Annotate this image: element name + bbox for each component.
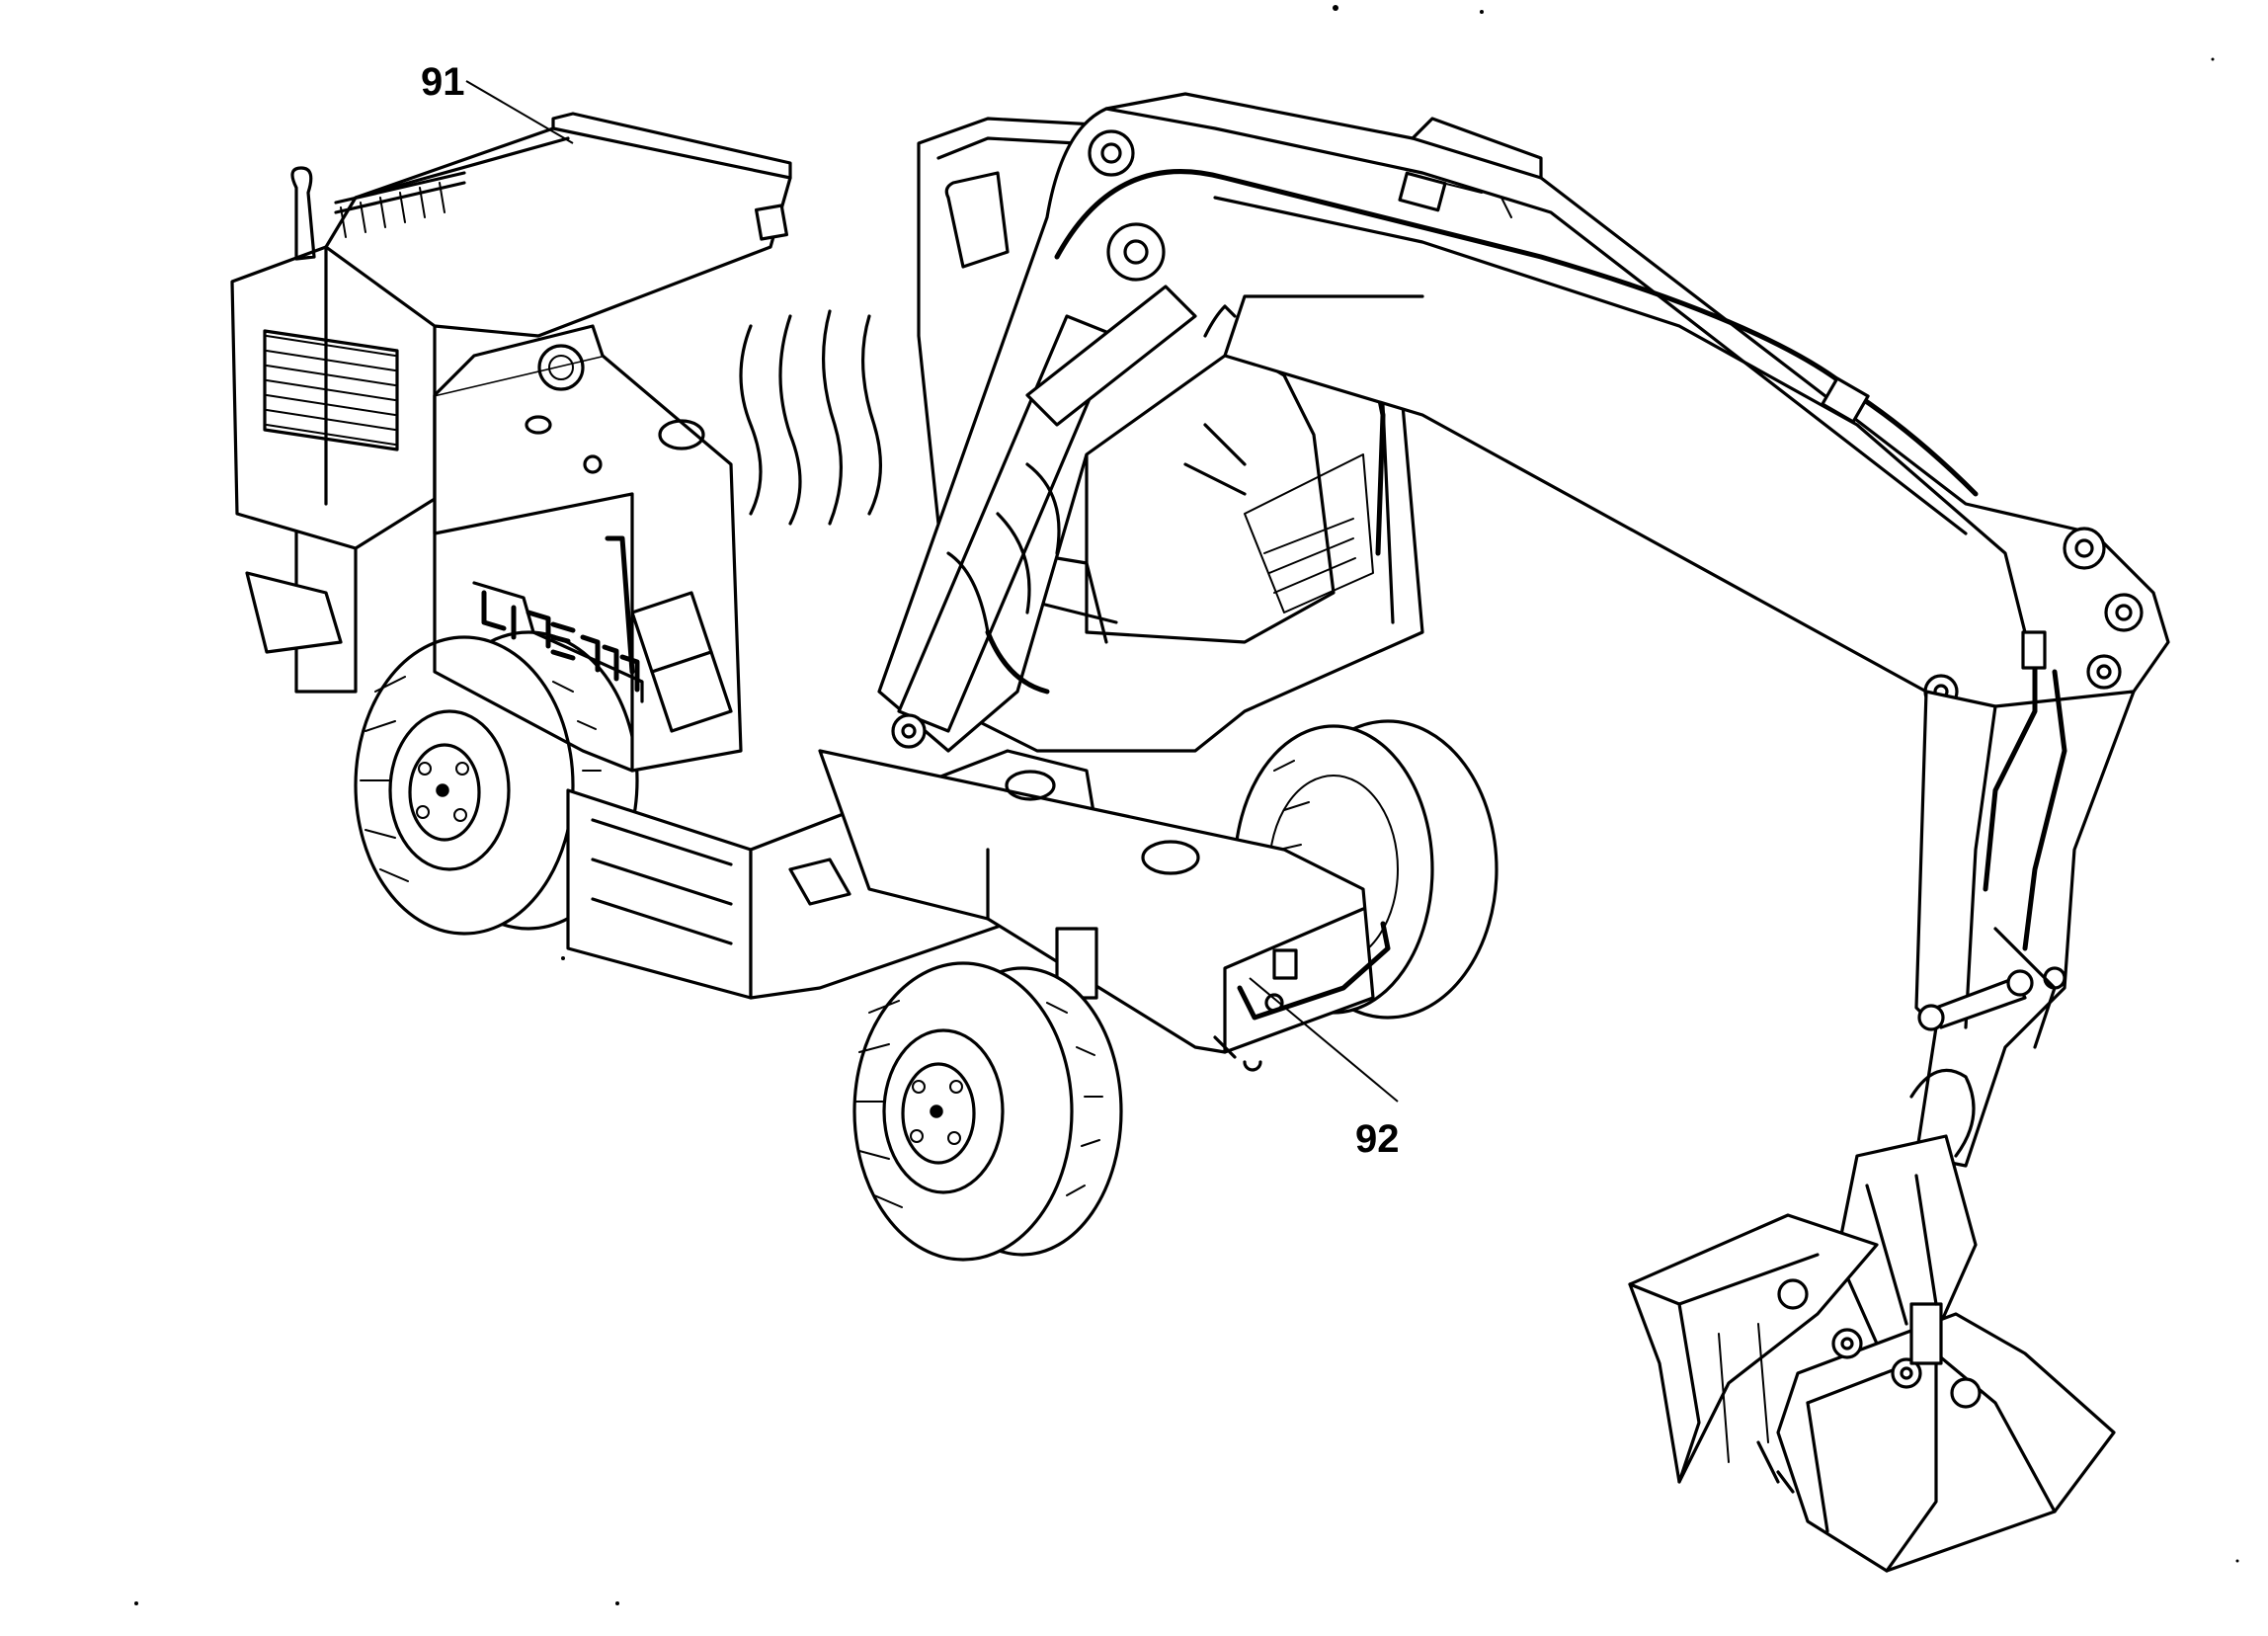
leader-line-92: [1249, 977, 1399, 1103]
radiator-grille: [263, 329, 399, 451]
dipper-stick: [1909, 630, 2136, 1168]
rear-left-wheel: [354, 630, 639, 936]
scan-specks: [134, 5, 2239, 1605]
leader-line-91: [465, 80, 574, 144]
upper-structure: [230, 112, 792, 773]
chassis-frame: [245, 512, 1391, 1072]
callout-label-92: 92: [1355, 1117, 1400, 1161]
main-boom: [877, 92, 2170, 753]
callout-92: 92: [1249, 977, 1400, 1161]
callout-label-91: 91: [421, 60, 465, 104]
front-left-wheel: [852, 961, 1123, 1262]
clamshell-bucket: [1628, 1134, 2116, 1573]
callout-91: 91: [421, 60, 574, 144]
